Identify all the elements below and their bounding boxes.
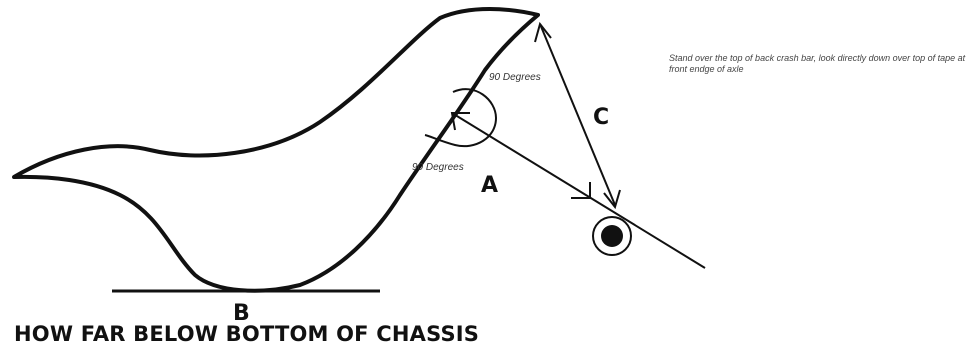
label-b: B: [233, 301, 250, 326]
right-angle-marker: [571, 182, 591, 199]
label-a: A: [481, 173, 498, 198]
diagram-caption: HOW FAR BELOW BOTTOM OF CHASSIS: [14, 322, 480, 346]
instruction-note: Stand over the top of back crash bar, lo…: [669, 53, 966, 74]
chassis-outline: [12, 7, 540, 293]
label-angle-upper: 90 Degrees: [489, 72, 541, 83]
line-a-arrowhead: [450, 112, 470, 131]
line-c-arrowhead-top: [534, 21, 552, 43]
label-c: C: [593, 105, 609, 130]
line-a: [451, 112, 706, 269]
line-c: [539, 23, 616, 206]
label-angle-lower: 90 Degrees: [412, 162, 464, 173]
axle-center: [601, 225, 623, 247]
angle-arc: [424, 88, 498, 148]
line-c-arrowhead-bottom: [603, 189, 621, 210]
